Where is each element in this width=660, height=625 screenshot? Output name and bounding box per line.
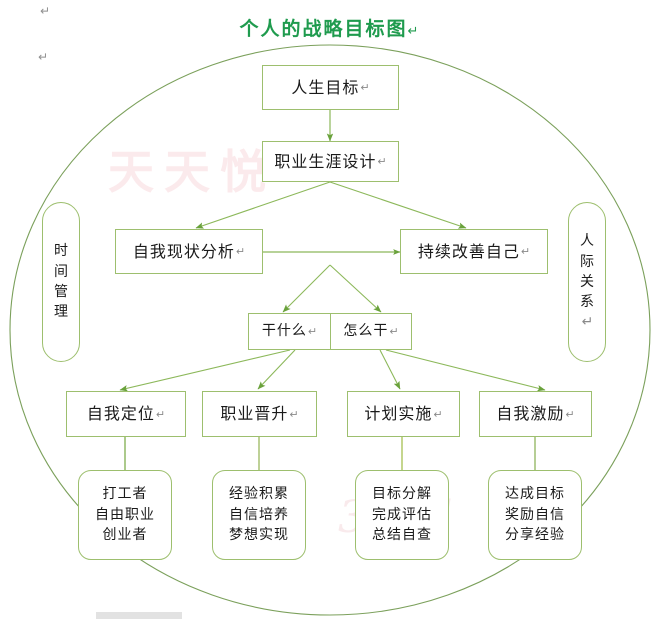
node-self-position[interactable]: 自我定位↵ — [66, 391, 186, 437]
time-management-char-1: 时 — [54, 243, 68, 260]
node-how-to-do[interactable]: 怎么干↵ — [330, 313, 412, 350]
interpersonal-char-1: 人 — [580, 233, 594, 250]
stray-pilcrow-2: ↵ — [38, 50, 49, 64]
node-interpersonal[interactable]: 人 际 关 系 ↵ — [568, 202, 606, 362]
leaf-plan-execution-line-1: 目标分解 — [372, 485, 432, 502]
leaf-career-promotion-line-1: 经验积累 — [229, 485, 289, 502]
node-career-promotion[interactable]: 职业晋升↵ — [202, 391, 317, 437]
node-self-motivation-pilcrow: ↵ — [565, 407, 575, 421]
node-how-to-do-label: 怎么干 — [343, 322, 389, 339]
node-career-promotion-label: 职业晋升 — [220, 404, 289, 423]
edge-improve-how — [329, 264, 382, 313]
node-self-motivation-label: 自我激励 — [496, 404, 565, 423]
node-career-design-label: 职业生涯设计 — [274, 151, 377, 171]
time-management-char-2: 间 — [54, 263, 68, 280]
page-title: 个人的战略目标图↵ — [0, 14, 660, 41]
edge-career-analysis — [195, 181, 331, 229]
edge-how-plan — [379, 349, 401, 390]
time-management-char-4: 理 — [54, 304, 68, 321]
node-self-analysis-label: 自我现状分析 — [132, 241, 235, 261]
leaf-self-motivation-line-3: 分享经验 — [505, 527, 565, 544]
leaf-self-position-line-3: 创业者 — [102, 527, 148, 544]
interpersonal-char-3: 关 — [580, 273, 594, 290]
node-time-management[interactable]: 时 间 管 理 — [42, 202, 80, 362]
page-title-text: 个人的战略目标图 — [239, 18, 408, 40]
leaf-plan-execution-line-3: 总结自查 — [372, 527, 432, 544]
node-career-design-pilcrow: ↵ — [377, 155, 387, 168]
edge-what-promotion — [257, 349, 296, 390]
leaf-career-promotion-line-2: 自信培养 — [229, 506, 289, 523]
node-what-to-do-label: 干什么 — [261, 322, 307, 339]
node-continuous-improve-pilcrow: ↵ — [520, 245, 531, 258]
node-what-to-do[interactable]: 干什么↵ — [248, 313, 330, 350]
node-life-goal-pilcrow: ↵ — [360, 81, 370, 94]
stray-pilcrow-1: ↵ — [40, 4, 51, 18]
node-self-motivation[interactable]: 自我激励↵ — [479, 391, 592, 437]
node-plan-execution-label: 计划实施 — [364, 404, 433, 423]
node-how-to-do-pilcrow: ↵ — [389, 325, 399, 338]
interpersonal-char-4: 系 — [580, 294, 594, 311]
node-plan-execution-pilcrow: ↵ — [433, 407, 443, 421]
node-what-to-do-pilcrow: ↵ — [307, 325, 318, 338]
interpersonal-pilcrow: ↵ — [581, 314, 594, 331]
edge-what-position — [119, 349, 291, 392]
leaf-career-promotion[interactable]: 经验积累 自信培养 梦想实现 — [212, 470, 306, 560]
leaf-self-motivation-line-1: 达成目标 — [505, 485, 565, 502]
leaf-self-motivation-line-2: 奖励自信 — [505, 506, 565, 523]
leaf-self-position[interactable]: 打工者 自由职业 创业者 — [78, 470, 172, 560]
node-self-position-pilcrow: ↵ — [155, 407, 166, 421]
node-continuous-improve-label: 持续改善自己 — [417, 241, 520, 261]
interpersonal-char-2: 际 — [580, 253, 594, 270]
node-self-position-label: 自我定位 — [86, 404, 155, 423]
leaf-career-promotion-line-3: 梦想实现 — [229, 527, 289, 544]
node-career-design[interactable]: 职业生涯设计↵ — [262, 141, 399, 182]
node-self-analysis[interactable]: 自我现状分析↵ — [115, 229, 263, 274]
leaf-plan-execution-line-2: 完成评估 — [372, 506, 432, 523]
node-plan-execution[interactable]: 计划实施↵ — [347, 391, 460, 437]
watermark-bar — [96, 612, 182, 619]
leaf-plan-execution[interactable]: 目标分解 完成评估 总结自查 — [355, 470, 449, 560]
watermark-center: 天天悦 — [108, 145, 276, 199]
leaf-self-position-line-2: 自由职业 — [95, 506, 155, 523]
node-life-goal[interactable]: 人生目标↵ — [262, 65, 399, 110]
leaf-self-position-line-1: 打工者 — [102, 485, 148, 502]
node-career-promotion-pilcrow: ↵ — [289, 407, 299, 421]
edge-career-improve — [329, 181, 467, 229]
edge-how-motivation — [385, 349, 546, 392]
leaf-self-motivation[interactable]: 达成目标 奖励自信 分享经验 — [488, 470, 582, 560]
node-life-goal-label: 人生目标 — [291, 77, 360, 97]
node-self-analysis-pilcrow: ↵ — [235, 245, 246, 258]
time-management-char-3: 管 — [54, 284, 68, 300]
page-title-pilcrow: ↵ — [407, 24, 421, 39]
edge-improve-what — [282, 264, 331, 313]
node-continuous-improve[interactable]: 持续改善自己↵ — [400, 229, 548, 274]
